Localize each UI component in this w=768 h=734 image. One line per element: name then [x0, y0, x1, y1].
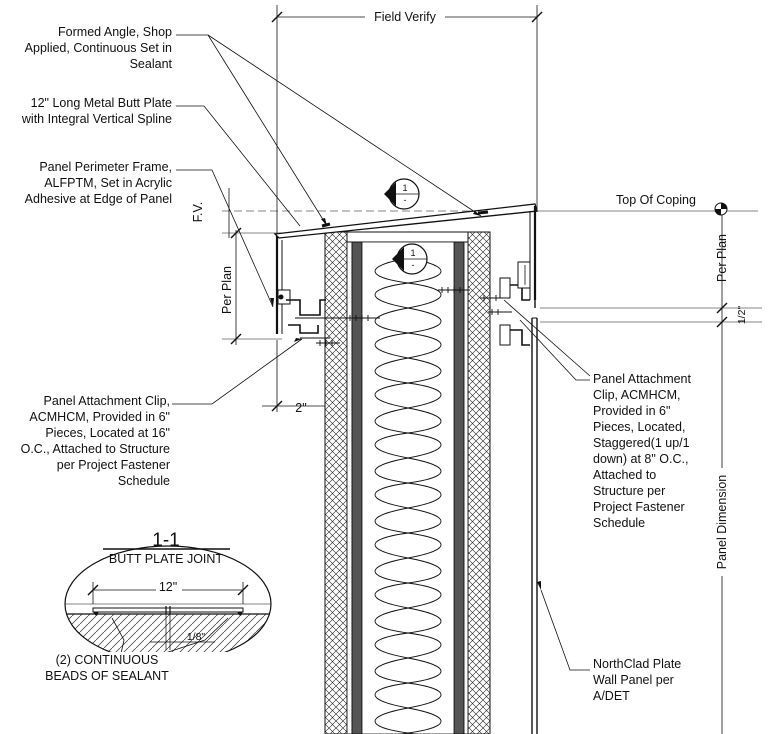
top-of-coping-marker: Top Of Coping — [616, 193, 728, 216]
svg-text:O.C., Attached to Structure: O.C., Attached to Structure — [21, 442, 170, 456]
callout-formed-angle: Formed Angle, Shop Applied, Continuous S… — [25, 25, 173, 71]
leader-arrowheads — [270, 211, 541, 590]
svg-text:12" Long Metal Butt Plate: 12" Long Metal Butt Plate — [31, 96, 172, 110]
field-verify-dimension: Field Verify — [271, 5, 543, 240]
section-marker-upper: 1 - — [384, 178, 420, 210]
insulation-batt — [374, 258, 442, 734]
two-inch-label: 2" — [295, 401, 306, 415]
detail-number: 1-1 — [152, 530, 179, 551]
svg-text:Project Fastener: Project Fastener — [593, 500, 685, 514]
detail-width-dim: 12" — [159, 580, 177, 594]
leader-lines — [172, 34, 591, 671]
svg-text:down) at 8" O.C.,: down) at 8" O.C., — [593, 452, 688, 466]
right-dimensions: Per Plan 1/2" Panel Dimension — [540, 210, 762, 734]
two-inch-dimension: 2" — [262, 340, 325, 415]
svg-text:Wall Panel per: Wall Panel per — [593, 673, 674, 687]
svg-text:A/DET: A/DET — [593, 689, 630, 703]
svg-text:Schedule: Schedule — [593, 516, 645, 530]
top-of-coping-label: Top Of Coping — [616, 193, 696, 207]
svg-text:with Integral Vertical Spline: with Integral Vertical Spline — [21, 112, 172, 126]
svg-text:ACMHCM, Provided in 6": ACMHCM, Provided in 6" — [29, 410, 170, 424]
svg-text:Panel Perimeter Frame,: Panel Perimeter Frame, — [39, 160, 172, 174]
svg-text:per Project Fastener: per Project Fastener — [57, 458, 170, 472]
callout-butt-plate: 12" Long Metal Butt Plate with Integral … — [21, 96, 172, 126]
field-verify-label: Field Verify — [374, 10, 437, 24]
right-clip-assembly — [438, 261, 531, 346]
per-plan-right-label: Per Plan — [715, 234, 729, 282]
svg-text:Pieces, Located at 16": Pieces, Located at 16" — [45, 426, 170, 440]
per-plan-left-label: Per Plan — [220, 266, 234, 314]
per-plan-left-dimension: Per Plan — [220, 227, 282, 345]
section-marker-upper-bottom: - — [404, 195, 407, 205]
panel-dimension-label: Panel Dimension — [715, 475, 729, 570]
section-marker-lower-bottom: - — [412, 260, 415, 270]
svg-text:Clip, ACMHCM,: Clip, ACMHCM, — [593, 388, 681, 402]
northclad-wall-panel — [531, 300, 538, 734]
svg-text:Structure per: Structure per — [593, 484, 665, 498]
detail-1-1-butt-plate-joint: 12" 1/8" 1-1 BUTT PLATE JOINT (2) CONTIN… — [45, 530, 272, 684]
detail-gap-dim: 1/8" — [187, 631, 206, 643]
svg-text:Adhesive at Edge of Panel: Adhesive at Edge of Panel — [25, 192, 172, 206]
section-marker-upper-top: 1 — [402, 183, 407, 193]
fv-label: F.V. — [191, 202, 205, 222]
section-marker-lower: 1 - — [392, 243, 428, 275]
callout-perimeter-frame: Panel Perimeter Frame, ALFPTM, Set in Ac… — [25, 160, 172, 206]
svg-text:Provided in 6": Provided in 6" — [593, 404, 670, 418]
coping-cap — [273, 203, 538, 334]
detail-title: BUTT PLATE JOINT — [109, 552, 224, 566]
svg-text:Applied, Continuous Set in: Applied, Continuous Set in — [25, 41, 172, 55]
svg-text:Panel Attachment Clip,: Panel Attachment Clip, — [44, 394, 170, 408]
left-clip-assembly — [277, 289, 380, 346]
svg-text:Attached to: Attached to — [593, 468, 656, 482]
svg-text:Staggered(1 up/1: Staggered(1 up/1 — [593, 436, 690, 450]
svg-text:Panel Attachment: Panel Attachment — [593, 372, 692, 386]
svg-text:Formed Angle, Shop: Formed Angle, Shop — [58, 25, 172, 39]
section-marker-lower-top: 1 — [410, 248, 415, 258]
detail-note-line-1: (2) CONTINUOUS — [56, 653, 159, 667]
svg-text:Sealant: Sealant — [130, 57, 173, 71]
svg-text:Pieces, Located,: Pieces, Located, — [593, 420, 685, 434]
wall-section — [324, 231, 491, 734]
svg-text:Schedule: Schedule — [118, 474, 170, 488]
callout-clip-left: Panel Attachment Clip, ACMHCM, Provided … — [21, 394, 170, 488]
callout-northclad: NorthClad Plate Wall Panel per A/DET — [593, 657, 681, 703]
detail-note-line-2: BEADS OF SEALANT — [45, 669, 169, 683]
callout-clip-right: Panel Attachment Clip, ACMHCM, Provided … — [593, 372, 692, 530]
svg-text:ALFPTM, Set in Acrylic: ALFPTM, Set in Acrylic — [44, 176, 172, 190]
half-inch-label: 1/2" — [736, 306, 748, 325]
svg-text:NorthClad Plate: NorthClad Plate — [593, 657, 681, 671]
